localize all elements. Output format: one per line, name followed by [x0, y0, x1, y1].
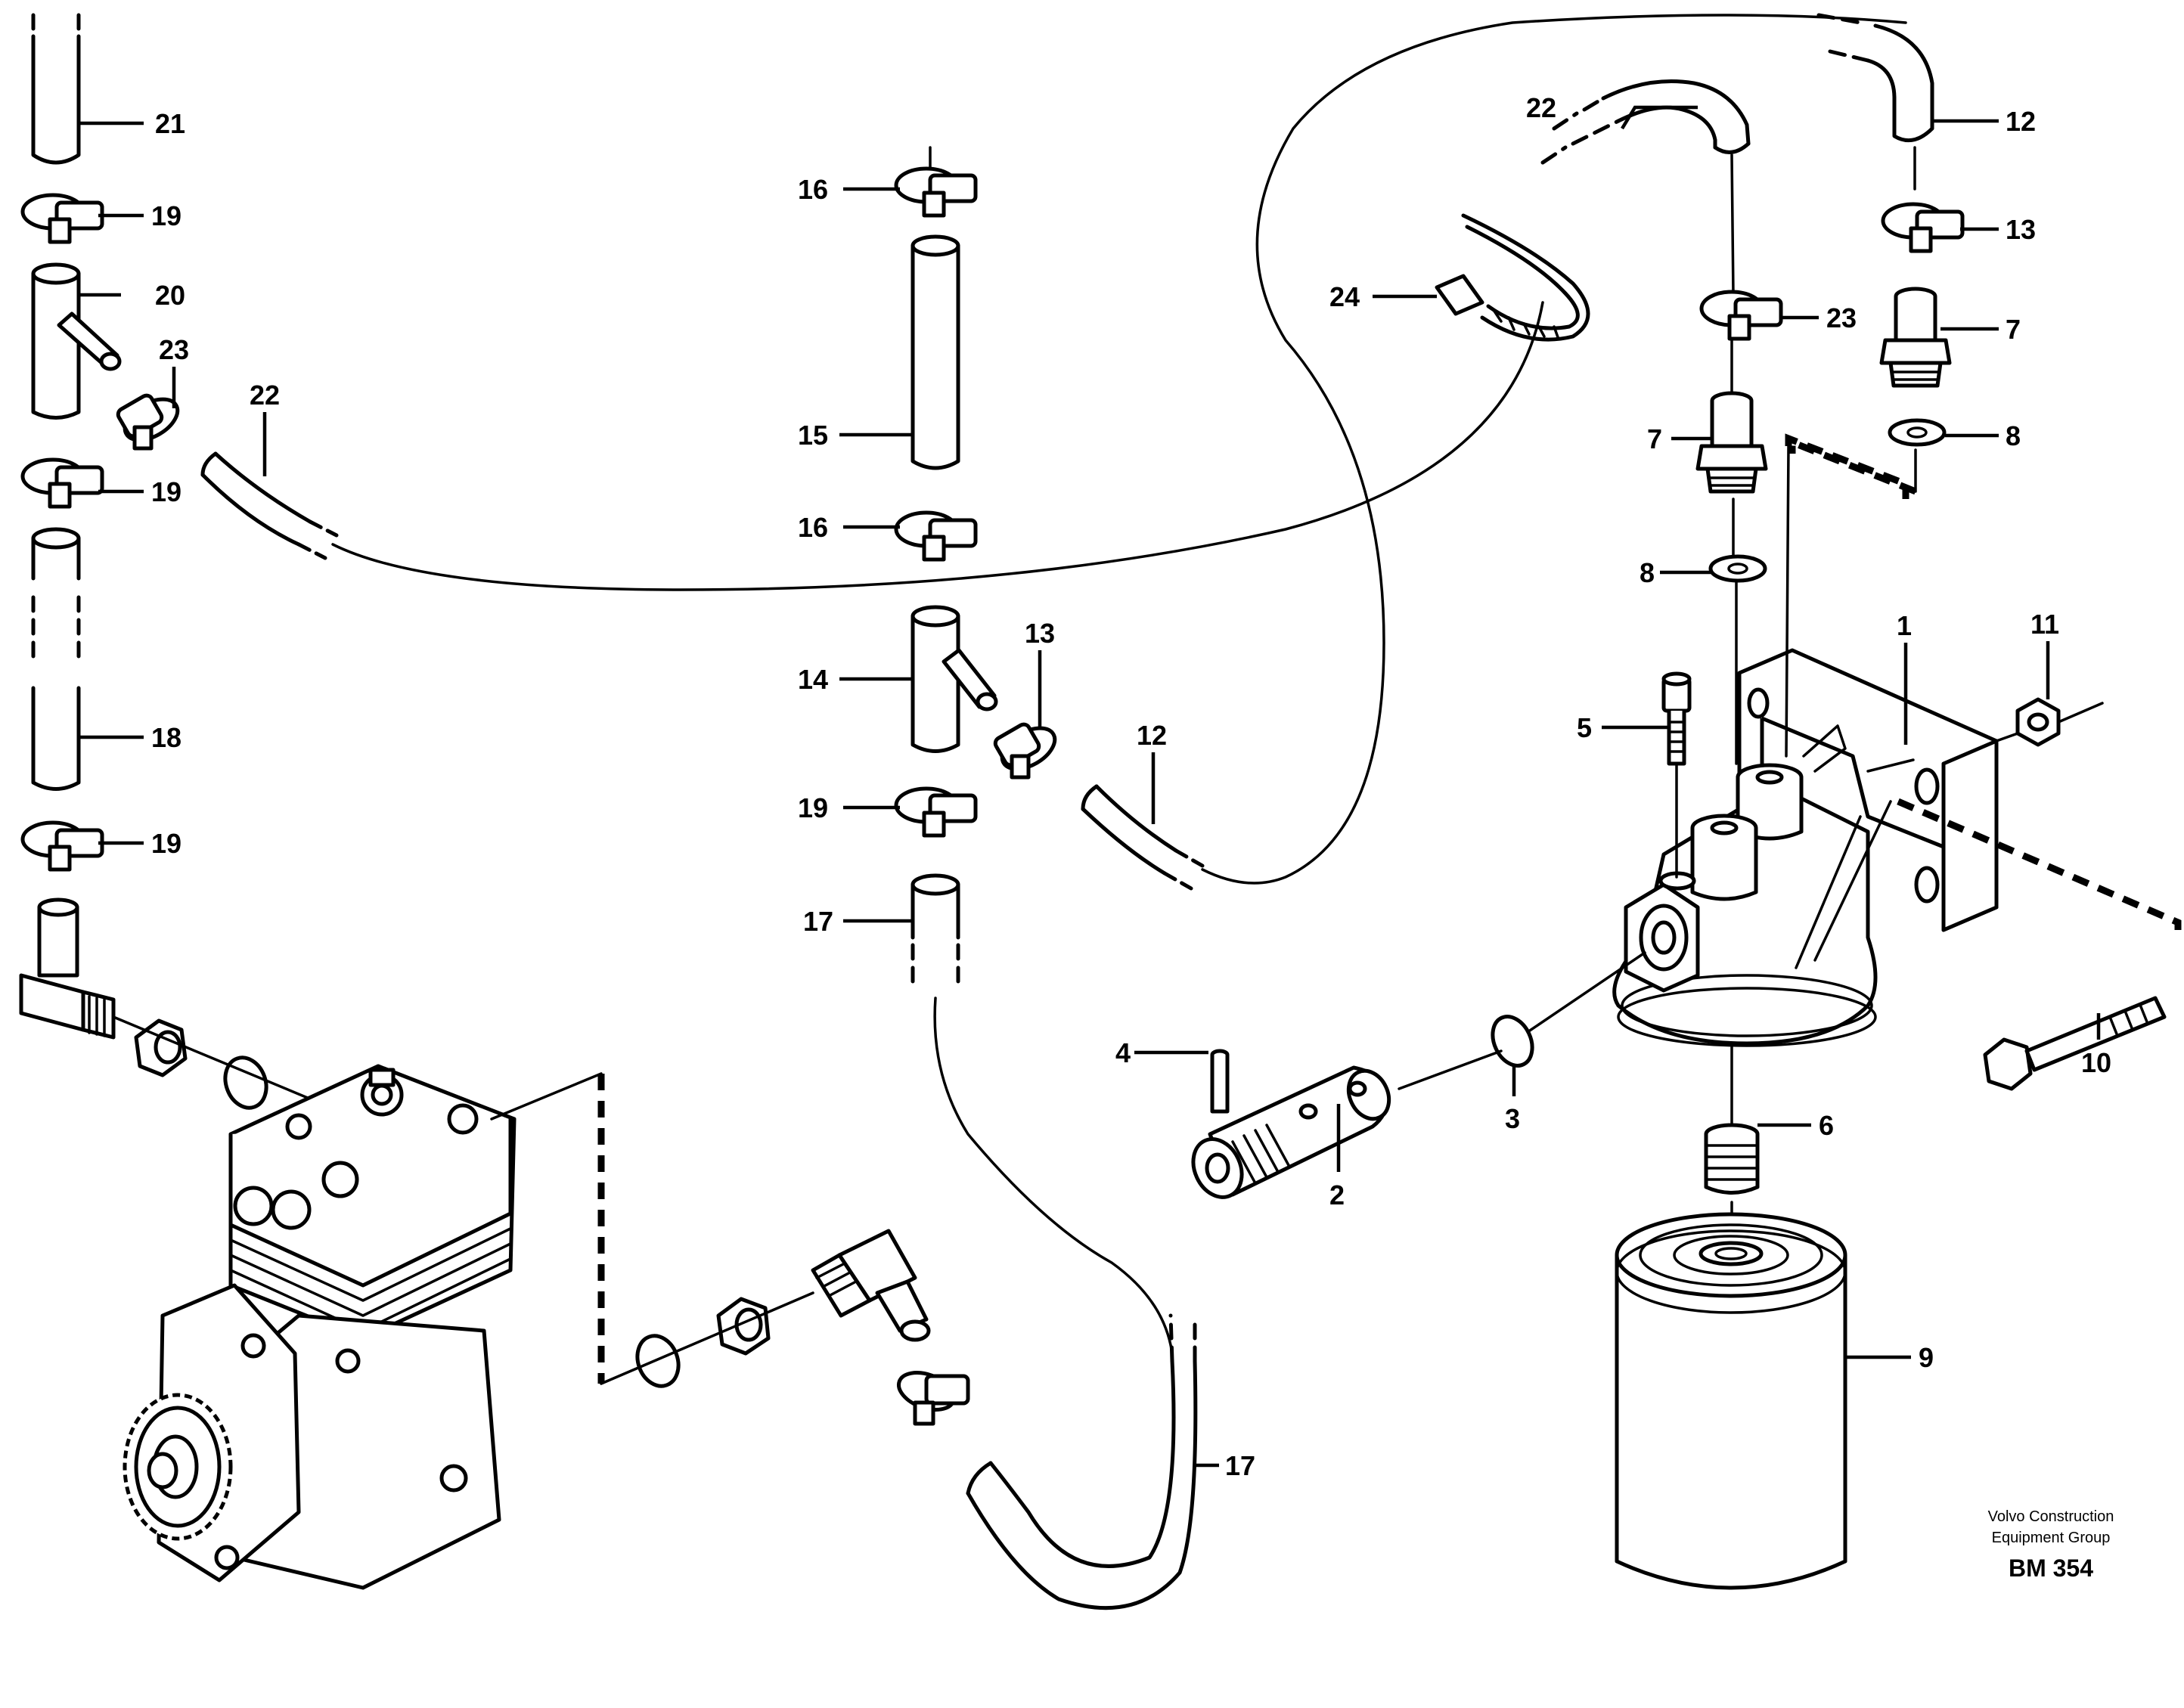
callout-13: 13	[2006, 214, 2036, 245]
hose-clamp-icon	[116, 393, 180, 451]
filter-head-icon	[1612, 648, 2182, 1047]
left-hose-stack	[19, 13, 342, 1113]
hose-clamp-icon	[897, 1371, 970, 1426]
drawing-code: BM 354	[2009, 1555, 2093, 1582]
callout-19: 19	[798, 792, 828, 823]
callout-5: 5	[1577, 712, 1592, 743]
callout-20: 20	[155, 280, 185, 311]
callout-8: 8	[2006, 420, 2021, 451]
callout-4: 4	[1115, 1037, 1131, 1068]
elbow-fitting-icon	[19, 897, 116, 1040]
o-ring-icon	[223, 1055, 268, 1110]
callout-21: 21	[155, 108, 185, 139]
callout-22: 22	[250, 380, 280, 411]
callout-3: 3	[1505, 1103, 1520, 1134]
callout-6: 6	[1819, 1110, 1834, 1141]
hose-fitting-icon	[1695, 391, 1768, 494]
hose-fitting-icon	[1879, 287, 1952, 388]
callout-2: 2	[1329, 1179, 1345, 1210]
callout-24: 24	[1329, 281, 1360, 312]
hose-tee-icon	[31, 262, 122, 420]
publisher-credit: Volvo Construction Equipment Group BM 35…	[1988, 1508, 2114, 1582]
socket-screw-icon	[1661, 671, 1692, 879]
callout-11: 11	[2030, 609, 2059, 640]
callout-19: 19	[151, 476, 181, 507]
callout-10: 10	[2081, 1047, 2111, 1078]
washer-icon	[1708, 554, 1767, 583]
threaded-nipple-icon	[1704, 1123, 1760, 1195]
callout-13: 13	[1025, 618, 1055, 649]
callout-7: 7	[2006, 314, 2021, 345]
callout-17: 17	[803, 906, 833, 937]
callout-14: 14	[798, 664, 828, 695]
banjo-bolt-icon	[1191, 1065, 1391, 1199]
hose-clamp-icon	[894, 786, 978, 838]
callout-16: 16	[798, 174, 828, 205]
nut-icon	[1995, 697, 2104, 747]
callout-17: 17	[1225, 1450, 1255, 1481]
leader-lines	[79, 105, 2101, 1468]
callout-1: 1	[1897, 610, 1912, 641]
o-ring-icon	[1491, 1015, 1534, 1068]
air-compressor-icon	[123, 1064, 605, 1590]
hose-clamp-icon	[20, 193, 104, 244]
callout-15: 15	[798, 420, 828, 451]
top-bend-hose	[1540, 79, 1783, 765]
hose-clamp-icon	[1881, 202, 1965, 253]
callout-9: 9	[1919, 1342, 1934, 1373]
elbow-fitting-icon	[811, 1229, 931, 1342]
hex-bolt-icon	[1983, 996, 2167, 1091]
callout-12: 12	[2006, 106, 2036, 137]
nut-icon	[716, 1297, 771, 1356]
hose-clamp-icon	[20, 457, 104, 509]
o-ring-icon	[635, 1334, 681, 1388]
cable-tie-icon	[1435, 213, 1590, 342]
top-right-hose	[1788, 13, 1965, 495]
compressor-fittings	[600, 1229, 1198, 1610]
hose-clamp-icon	[20, 820, 104, 872]
callout-16: 16	[798, 512, 828, 543]
callout-23: 23	[159, 334, 189, 365]
hose-clamp-icon	[1699, 290, 1783, 341]
credit-line-2: Equipment Group	[1992, 1530, 2111, 1546]
washer-icon	[1888, 418, 1947, 447]
hose-clamp-icon	[894, 510, 978, 562]
callout-19: 19	[151, 828, 181, 859]
callout-19: 19	[151, 200, 181, 231]
callout-18: 18	[151, 722, 181, 753]
nut-icon	[134, 1018, 188, 1077]
gear-icon	[123, 1393, 233, 1541]
pin-icon	[1210, 1049, 1230, 1114]
credit-line-1: Volvo Construction	[1988, 1508, 2114, 1525]
oil-filter-icon	[1615, 1212, 1847, 1590]
callout-12: 12	[1137, 720, 1167, 751]
callout-8: 8	[1640, 557, 1655, 588]
hose-clamp-icon	[993, 722, 1057, 780]
hose-tee-icon	[911, 605, 998, 753]
hose-clamp-icon	[894, 166, 978, 218]
callout-7: 7	[1647, 423, 1662, 454]
callout-labels: 21 19 20 23 22 19 18 19 16 15 16 14 13 1…	[151, 92, 2111, 1481]
callout-23: 23	[1826, 302, 1857, 333]
callout-22: 22	[1526, 92, 1556, 123]
middle-hose-stack	[331, 14, 1907, 1355]
